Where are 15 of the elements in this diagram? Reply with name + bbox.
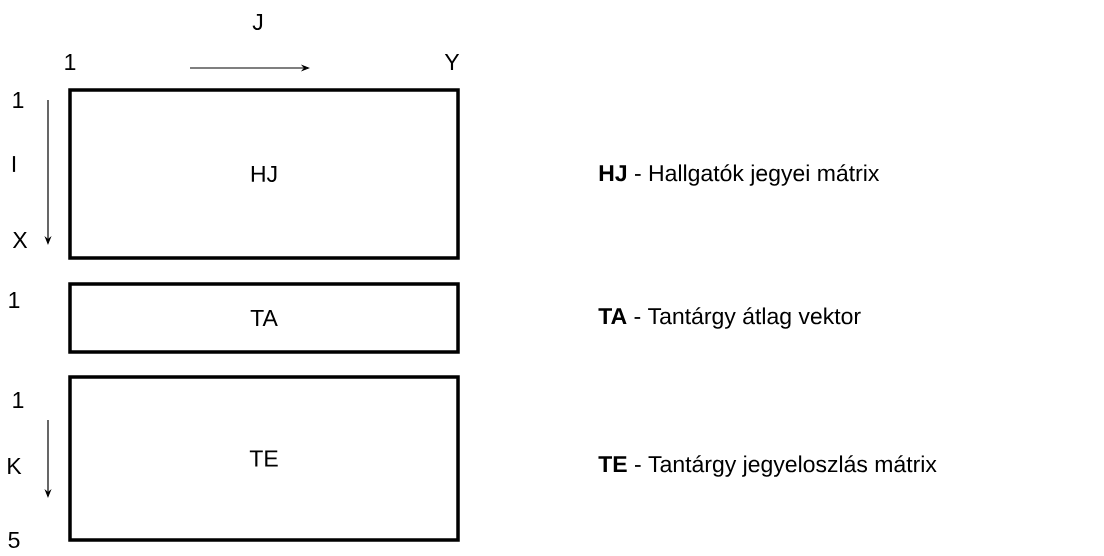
axis-label: J [252,13,263,30]
index-label: 1 [65,54,76,70]
matrix-box: TE [68,375,460,542]
description-text: TA - Tantárgy átlag vektor [598,307,861,329]
index-label: 1 [13,392,24,408]
matrix-box: TA [68,282,460,354]
axis-label: I [12,156,16,172]
index-label: 1 [9,292,20,308]
description-text: HJ - Hallgatók jegyei mátrix [599,164,880,186]
axis-label: K [8,458,22,474]
description-text: TE - Tantárgy jegyeloszlás mátrix [598,455,937,477]
index-label: X [12,232,28,248]
matrix-box: HJ [68,88,460,260]
index-label: 5 [8,531,20,548]
index-label: 1 [13,92,24,108]
